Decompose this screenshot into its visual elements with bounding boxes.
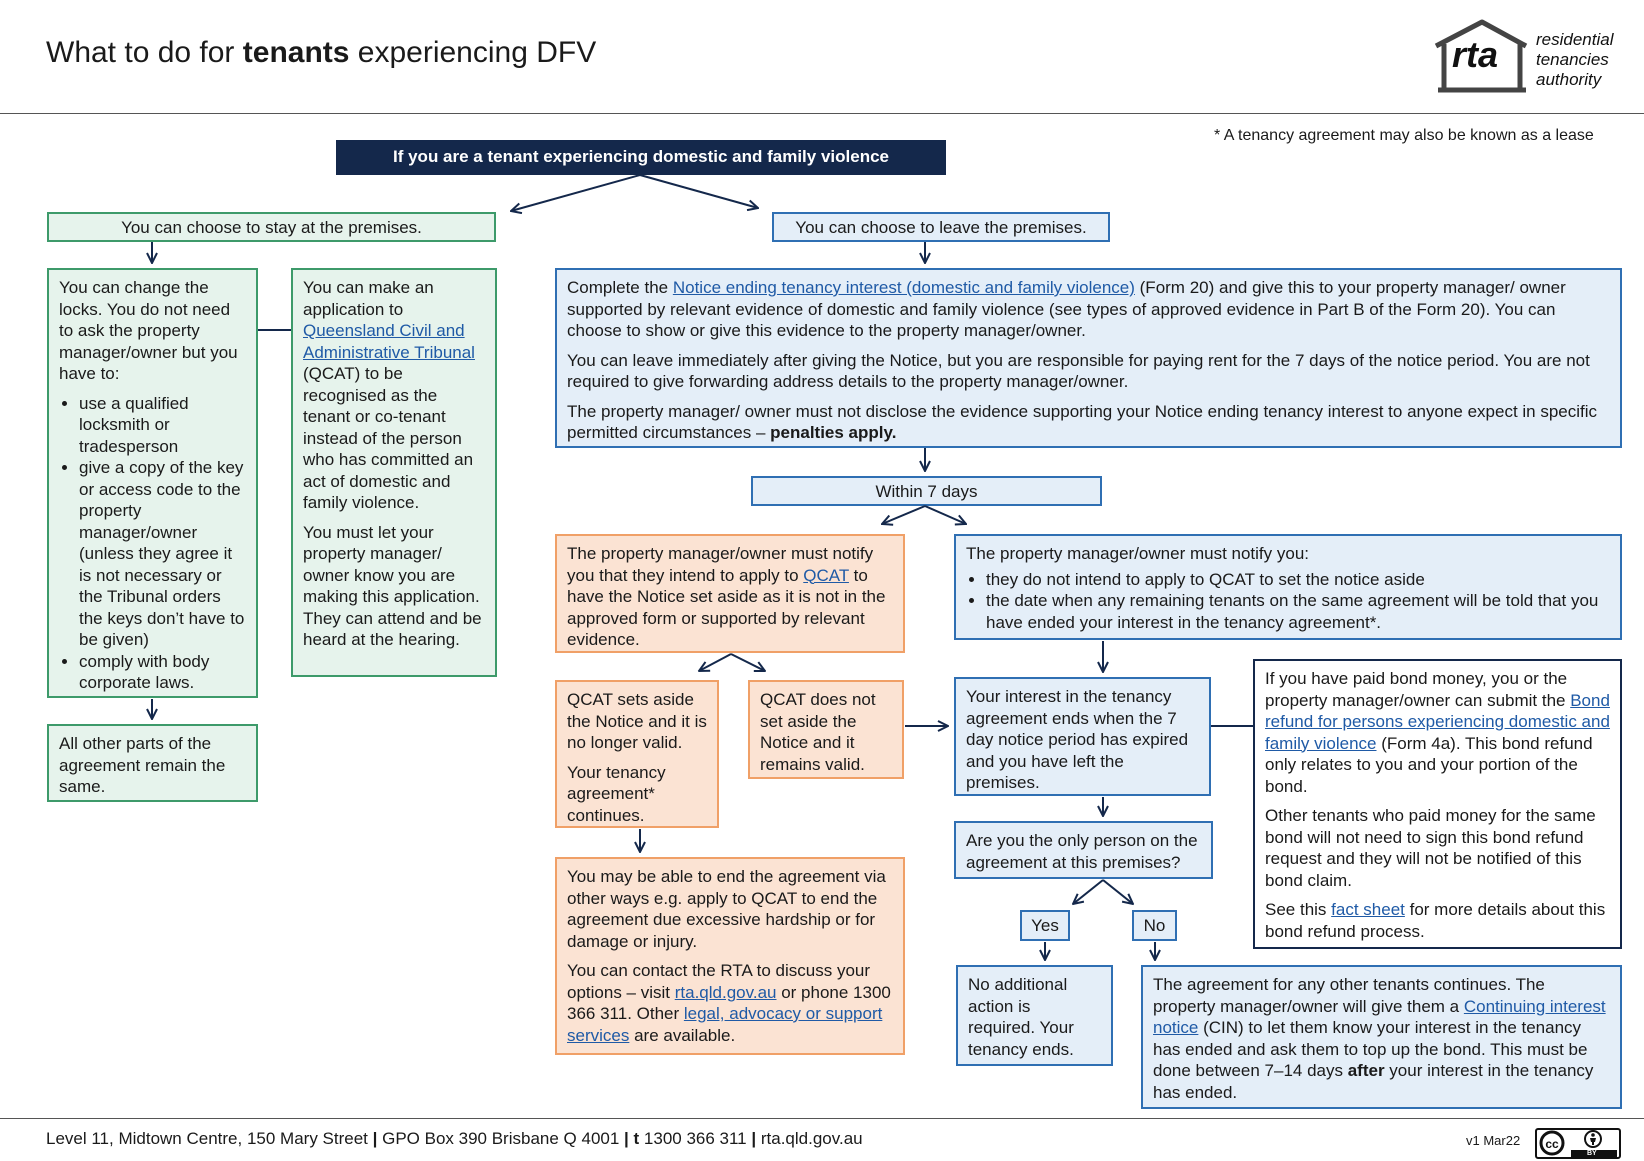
house-icon [1434,19,1528,93]
list-item: give a copy of the key or access code to… [79,457,246,651]
stay-heading: You can choose to stay at the premises. [47,212,496,242]
footer: Level 11, Midtown Centre, 150 Mary Stree… [46,1129,863,1148]
logo-mark: rta [1452,34,1499,75]
lease-note: * A tenancy agreement may also be known … [1214,127,1594,144]
qcat-link-2[interactable]: QCAT [803,565,849,585]
qcat-link[interactable]: Queensland Civil and Administrative Trib… [303,321,475,362]
list-item: use a qualified locksmith or tradesperso… [79,393,246,458]
other-parts-box: All other parts of the agreement remain … [47,724,258,802]
footer-web-link[interactable]: rta.qld.gov.au [760,1129,863,1148]
fact-sheet-link[interactable]: fact sheet [1331,900,1405,919]
legal-services-link[interactable]: legal, advocacy or support services [567,1004,883,1045]
top-box: If you are a tenant experiencing domesti… [336,140,946,175]
list-item: comply with body corporate laws. [79,651,246,694]
list-item: they do not intend to apply to QCAT to s… [986,569,1610,591]
rta-logo: rta residential tenancies authority [1430,14,1630,98]
footer-divider [0,1118,1644,1119]
qcat-application-box: You can make an application to Queenslan… [291,268,497,677]
rta-website-link[interactable]: rta.qld.gov.au [674,982,777,1002]
only-person-box: Are you the only person on the agreement… [954,821,1213,879]
interest-ends-box: Your interest in the tenancy agreement e… [954,677,1211,796]
notify-you-box: The property manager/owner must notify y… [954,534,1622,640]
version-label: v1 Mar22 [1466,1133,1521,1148]
within-7-days: Within 7 days [751,476,1102,506]
bond-refund-link[interactable]: Bond refund for persons experiencing dom… [1265,690,1610,753]
other-ways-box: You may be able to end the agreement via… [555,857,905,1055]
bond-refund-box: If you have paid bond money, you or the … [1253,659,1622,949]
qcat-not-aside-box: QCAT does not set aside the Notice and i… [748,680,904,779]
svg-text:cc: cc [1545,1137,1559,1151]
license-label: BY [1587,1150,1597,1157]
locks-list: use a qualified locksmith or tradesperso… [59,393,246,694]
cc-icon: cc [1539,1130,1617,1158]
continuing-interest-link[interactable]: Continuing interest notice [1153,996,1606,1038]
notify-qcat-box: The property manager/owner must notify y… [555,534,905,653]
change-locks-box: You can change the locks. You do not nee… [47,268,258,698]
no-label: No [1132,910,1177,941]
notify-list: they do not intend to apply to QCAT to s… [966,569,1610,634]
notice-ending-link[interactable]: Notice ending tenancy interest (domestic… [672,278,1135,297]
list-item: the date when any remaining tenants on t… [986,590,1610,633]
logo-words: residential tenancies authority [1536,30,1614,89]
header-divider [0,113,1644,114]
qcat-sets-aside-box: QCAT sets aside the Notice and it is no … [555,680,719,828]
other-tenants-box: The agreement for any other tenants cont… [1141,965,1622,1109]
cc-by-license-icon: cc BY [1535,1128,1621,1159]
no-action-box: No additional action is required. Your t… [956,965,1113,1066]
page-title: What to do for tenants experiencing DFV [46,36,597,69]
yes-label: Yes [1020,910,1070,941]
leave-heading: You can choose to leave the premises. [772,212,1110,242]
notice-box: Complete the Notice ending tenancy inter… [555,268,1622,448]
